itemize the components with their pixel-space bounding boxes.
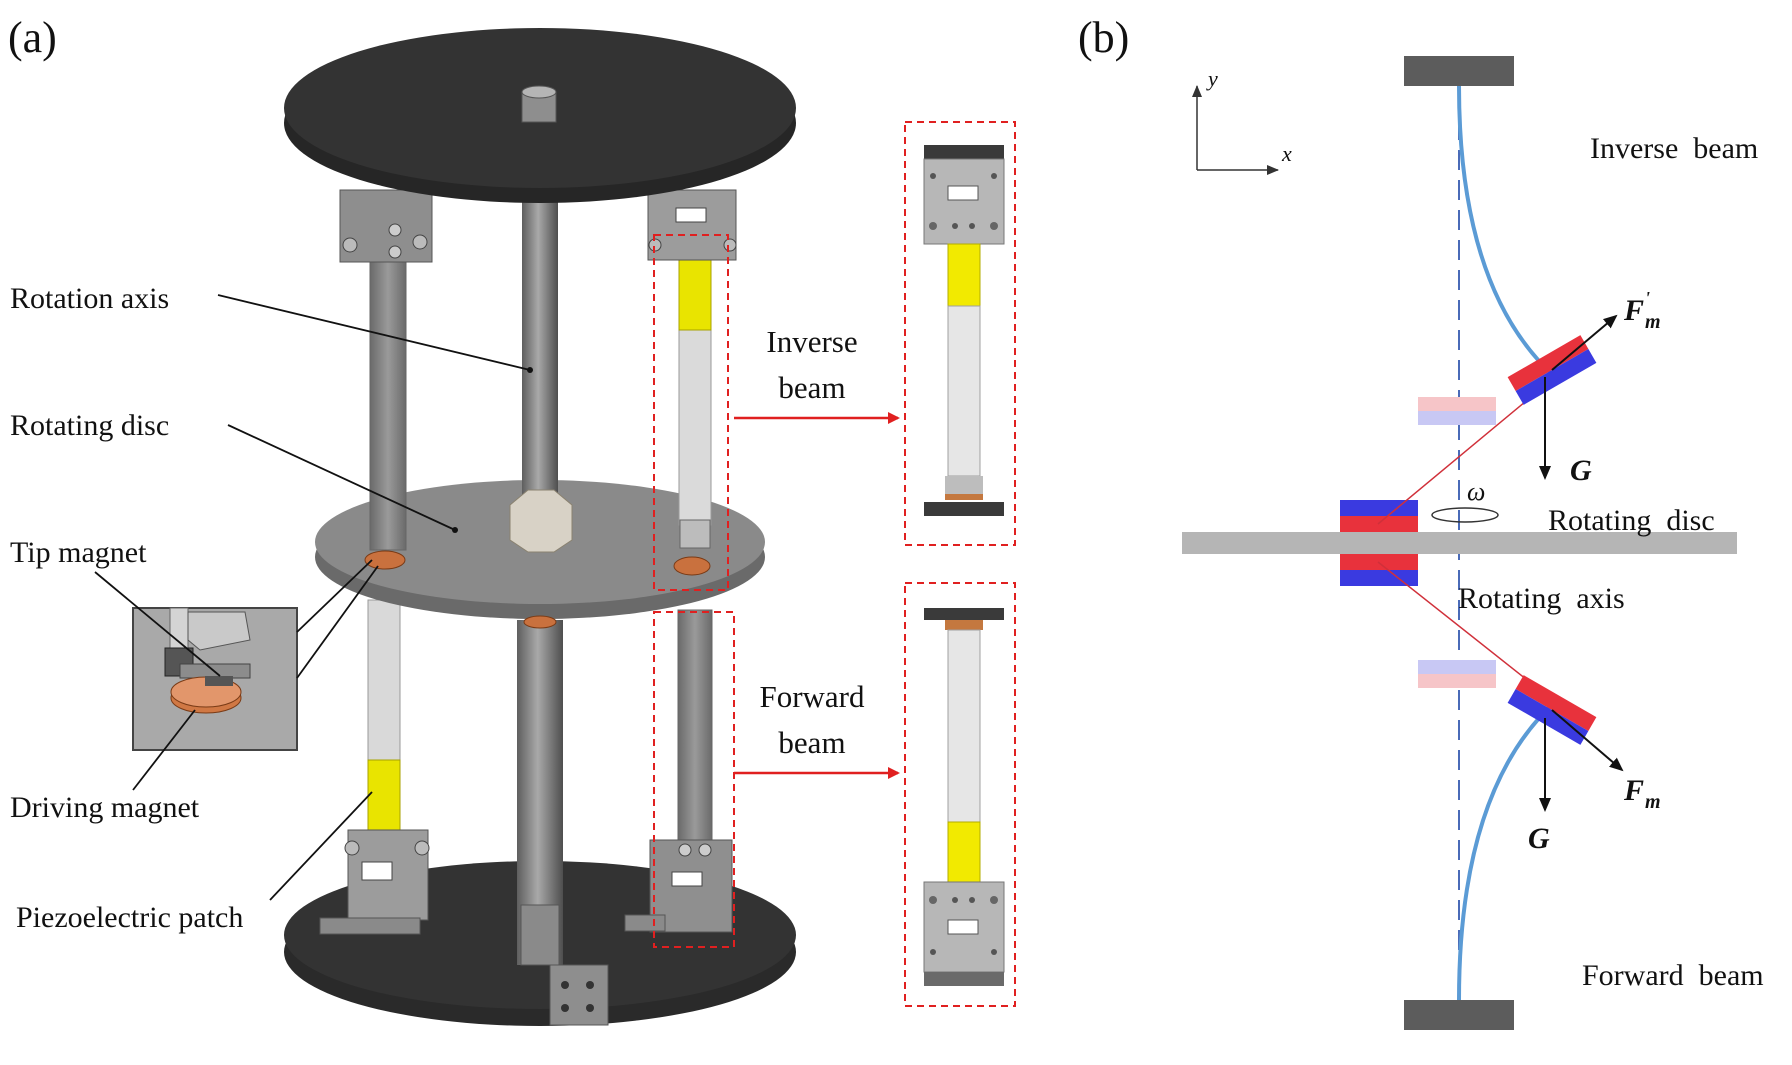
callout-leaders [94,294,531,901]
tip-magnet-bottom [1507,675,1597,745]
inverse-beam-label-line1: Inverse [766,324,857,359]
upper-rotation-rod [522,180,558,525]
force-top-prime: ' [1645,288,1650,308]
lower-right-beam [677,609,713,841]
bottom-clamp-block [1404,1000,1514,1030]
top-disc [284,28,796,203]
label-tip-magnet: Tip magnet [10,536,147,569]
magnet-detail-inset [132,607,298,751]
upper-left-beam [369,254,407,551]
upper-right-piezo-patch [678,254,712,331]
gravity-bottom-label: G [1528,822,1550,855]
force-arrow-top [1551,314,1618,371]
panel-a: (a) [8,13,1016,1026]
force-bottom-subscript: m [1645,791,1661,813]
forward-beam-highlight [653,611,735,948]
forward-beam-text: Forward beam [1582,959,1764,992]
force-top-subscript: m [1645,311,1661,333]
ghost-magnet-bottom-blue [1418,660,1496,674]
omega-label: ω [1467,477,1485,506]
inverse-beam-highlight [653,234,729,591]
panel-b: (b) y x [1078,13,1764,1030]
panel-a-label: (a) [8,13,57,62]
hex-nut [509,489,573,553]
inverse-beam-detail [904,121,1016,546]
forward-beam-label-line2: beam [778,725,845,760]
driving-magnet-right [673,556,711,576]
label-piezo-patch: Piezoelectric patch [16,901,243,934]
inverse-beam-curve [1457,85,1557,379]
force-bottom-label: F [1623,774,1644,807]
coordinate-axes: y x [1192,66,1292,175]
panel-b-label: (b) [1078,13,1129,62]
tip-magnet-top [1507,335,1597,405]
driving-magnet-left [364,550,406,570]
rotating-disc-bar [1182,532,1737,554]
label-rotation-axis: Rotation axis [10,282,169,315]
rotating-disc-text: Rotating disc [1548,504,1715,537]
rotation-omega-ellipse [1431,507,1499,523]
ghost-magnet-top-blue [1418,411,1496,425]
ghost-magnet-bottom-red [1418,674,1496,688]
gravity-top-label: G [1570,454,1592,487]
inverse-beam-text: Inverse beam [1590,132,1758,165]
top-clamp-block [1404,56,1514,86]
forward-beam-curve [1457,700,1557,1001]
label-driving-magnet: Driving magnet [10,791,200,824]
axis-y-label: y [1206,66,1218,91]
forward-beam-label-line1: Forward [759,679,865,714]
axis-x-label: x [1281,141,1292,166]
force-arrow-bottom [1551,709,1624,772]
lower-left-piezo-patch [367,759,401,833]
inverse-beam-label-line2: beam [778,370,845,405]
upper-right-clamp [647,189,737,261]
forward-beam-detail [904,582,1016,1007]
label-rotating-disc: Rotating disc [10,409,169,442]
force-top-label: F [1623,294,1644,327]
rotating-axis-text: Rotating axis [1458,582,1625,615]
ghost-magnet-top-red [1418,397,1496,411]
foot-bracket [549,964,609,1026]
